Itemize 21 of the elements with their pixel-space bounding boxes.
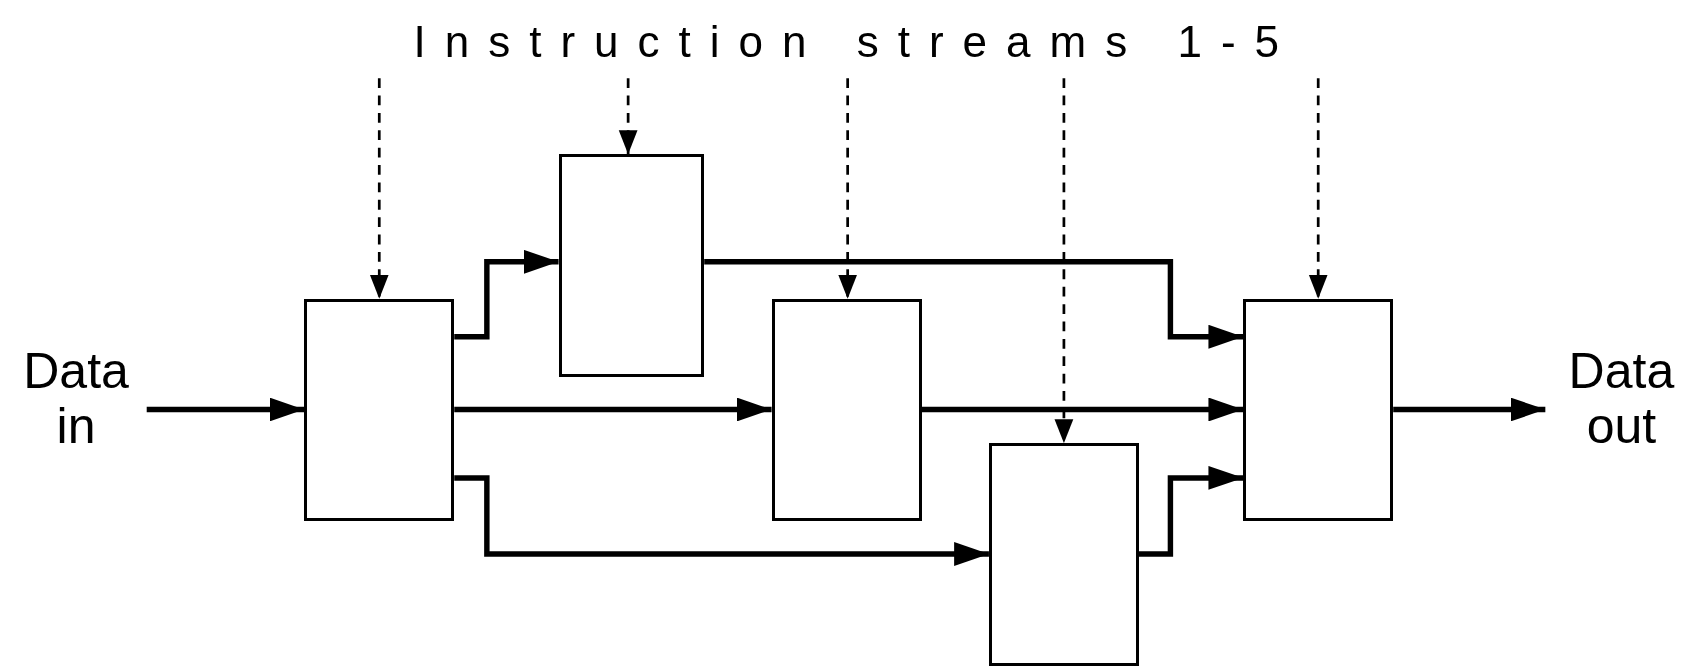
io-label: Data out (1567, 344, 1676, 455)
arrow (454, 397, 772, 422)
process-box (988, 443, 1139, 666)
process-box (771, 298, 922, 522)
process-box (558, 154, 705, 377)
process-box (304, 298, 455, 522)
arrow (838, 78, 858, 299)
arrow (1393, 397, 1546, 422)
process-box (1243, 298, 1394, 522)
arrow (1308, 78, 1328, 299)
arrow (146, 397, 305, 422)
arrow (454, 249, 559, 340)
arrow (921, 397, 1244, 422)
heading: Instruction streams 1-5 (413, 17, 1299, 66)
arrow (618, 78, 638, 155)
io-label: Data in (22, 344, 130, 455)
arrow (704, 259, 1244, 349)
arrow (454, 475, 989, 566)
arrow (369, 78, 389, 299)
arrow (1054, 78, 1074, 444)
arrow (1138, 465, 1244, 557)
